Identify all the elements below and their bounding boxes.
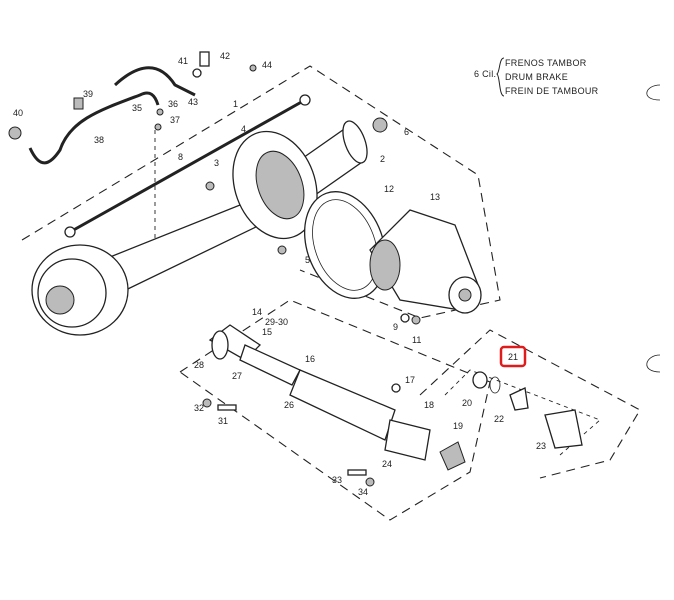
seal-6 — [372, 117, 388, 133]
axle-group-outline — [21, 65, 501, 319]
label-3: 3 — [214, 158, 219, 168]
pipe-clip-40 — [8, 126, 22, 140]
label-19: 19 — [453, 421, 463, 431]
caption-line-en: DRUM BRAKE — [505, 72, 568, 82]
highlight-box-21 — [499, 345, 527, 368]
differential-carrier — [369, 209, 482, 314]
label-18: 18 — [424, 400, 434, 410]
label-5: 5 — [305, 255, 310, 265]
label-13: 13 — [430, 192, 440, 202]
axle-housing — [89, 120, 368, 301]
label-4: 4 — [241, 124, 246, 134]
flange-19 — [439, 441, 466, 471]
brake-pipes — [28, 66, 196, 165]
label-20: 20 — [462, 398, 472, 408]
label-28: 28 — [194, 360, 204, 370]
label-6: 6 — [404, 127, 409, 137]
label-9: 9 — [393, 322, 398, 332]
brake-drum — [31, 244, 129, 336]
yoke-23 — [544, 409, 583, 449]
label-29-30: 29-30 — [265, 317, 288, 327]
label-36: 36 — [168, 99, 178, 109]
label-14: 14 — [252, 307, 262, 317]
label-40: 40 — [13, 108, 23, 118]
driveshaft-group-outline — [179, 299, 491, 521]
label-43: 43 — [188, 97, 198, 107]
label-35: 35 — [132, 103, 142, 113]
label-8: 8 — [178, 152, 183, 162]
caption-line-es: FRENOS TAMBOR — [505, 58, 587, 68]
label-1: 1 — [233, 99, 238, 109]
label-32: 32 — [194, 403, 204, 413]
label-38: 38 — [94, 135, 104, 145]
drive-shaft — [208, 324, 431, 461]
label-27: 27 — [232, 371, 242, 381]
label-39: 39 — [83, 89, 93, 99]
label-16: 16 — [305, 354, 315, 364]
bolt-42 — [199, 51, 210, 67]
label-22: 22 — [494, 414, 504, 424]
label-21[interactable]: 21 — [508, 352, 518, 362]
tie-rod — [69, 98, 306, 234]
caption-engine: 6 Cil. — [474, 69, 496, 79]
brake-type-caption: 6 Cil. FRENOS TAMBOR DRUM BRAKE FREIN DE… — [474, 57, 599, 97]
caption-line-fr: FREIN DE TAMBOUR — [505, 86, 599, 96]
joint-group-outline — [419, 329, 641, 479]
label-34: 34 — [358, 487, 368, 497]
clip-39 — [73, 97, 84, 110]
label-11: 11 — [412, 335, 421, 345]
label-17: 17 — [405, 375, 415, 385]
label-33: 33 — [332, 475, 342, 485]
label-15: 15 — [262, 327, 272, 337]
label-37: 37 — [170, 115, 180, 125]
label-31: 31 — [218, 416, 228, 426]
label-2: 2 — [380, 154, 385, 164]
label-24: 24 — [382, 459, 392, 469]
part-labels: 1 2 3 4 5 6 8 9 11 12 13 14 15 16 17 18 … — [13, 51, 546, 497]
label-12: 12 — [384, 184, 394, 194]
label-42: 42 — [220, 51, 230, 61]
label-23: 23 — [536, 441, 546, 451]
label-26: 26 — [284, 400, 294, 410]
label-41: 41 — [178, 56, 188, 66]
label-44: 44 — [262, 60, 272, 70]
